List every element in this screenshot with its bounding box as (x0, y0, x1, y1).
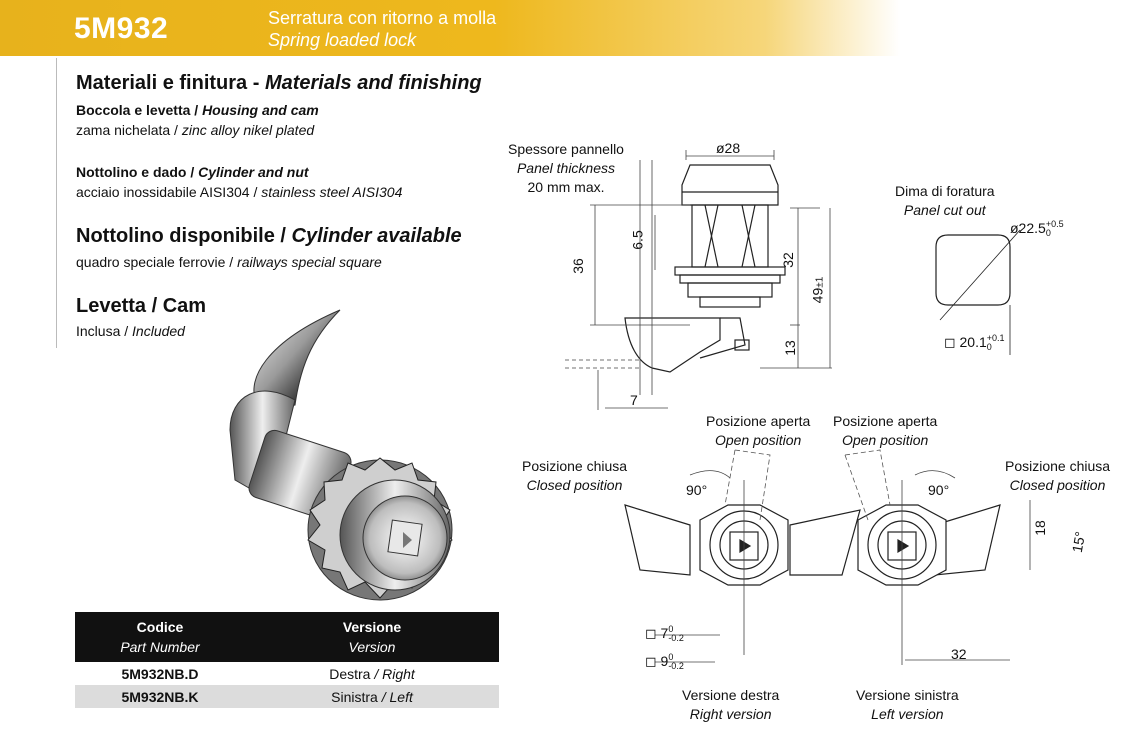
dim-diameter-28: ø28 (716, 140, 741, 156)
product-code: 5M932 (74, 12, 169, 45)
dim-13: 13 (781, 340, 798, 356)
cylinder-heading: Nottolino e dado / Cylinder and nut (76, 164, 309, 180)
availability-heading: Nottolino disponibile / Cylinder availab… (76, 225, 462, 247)
dim-49: 49±1 (809, 276, 826, 304)
row-version: Destra / Right (329, 665, 415, 682)
product-photo (229, 309, 453, 601)
dim-square-9: ◻ 90-0.2 (645, 652, 684, 672)
dim-32-side: 32 (779, 252, 796, 268)
cylinder-value: acciaio inossidabile AISI304 / stainless… (76, 184, 403, 200)
table-row: 5M932NB.K Sinistra / Left (75, 685, 499, 708)
housing-value: zama nichelata / zinc alloy nikel plated (76, 122, 315, 138)
angle-90-left: 90° (928, 482, 950, 498)
dim-7: 7 (630, 392, 638, 408)
cam-heading: Levetta / Cam (76, 295, 207, 317)
angle-90-right: 90° (686, 482, 708, 498)
dim-square-7: ◻ 70-0.2 (645, 624, 684, 644)
dim-36: 36 (569, 258, 586, 274)
cam-value: Inclusa / Included (76, 323, 185, 339)
dim-6-5: 6.5 (629, 230, 646, 250)
divider (56, 58, 57, 348)
materials-heading: Materiali e finitura - Materials and fin… (76, 72, 482, 94)
dim-18: 18 (1031, 520, 1048, 536)
dim-32-front: 32 (951, 646, 967, 662)
row-version: Sinistra / Left (245, 685, 499, 708)
row-code: 5M932NB.D (121, 665, 199, 682)
header-band: 5M932 Serratura con ritorno a molla Spri… (0, 0, 900, 56)
row-code: 5M932NB.K (75, 685, 245, 708)
housing-heading: Boccola e levetta / Housing and cam (76, 102, 319, 118)
title-english: Spring loaded lock (268, 30, 417, 50)
angle-15: 15° (1068, 530, 1089, 554)
table-row: 5M932NB.D Destra / Right (75, 662, 499, 685)
title-italian: Serratura con ritorno a molla (268, 8, 497, 28)
availability-value: quadro speciale ferrovie / railways spec… (76, 254, 382, 270)
